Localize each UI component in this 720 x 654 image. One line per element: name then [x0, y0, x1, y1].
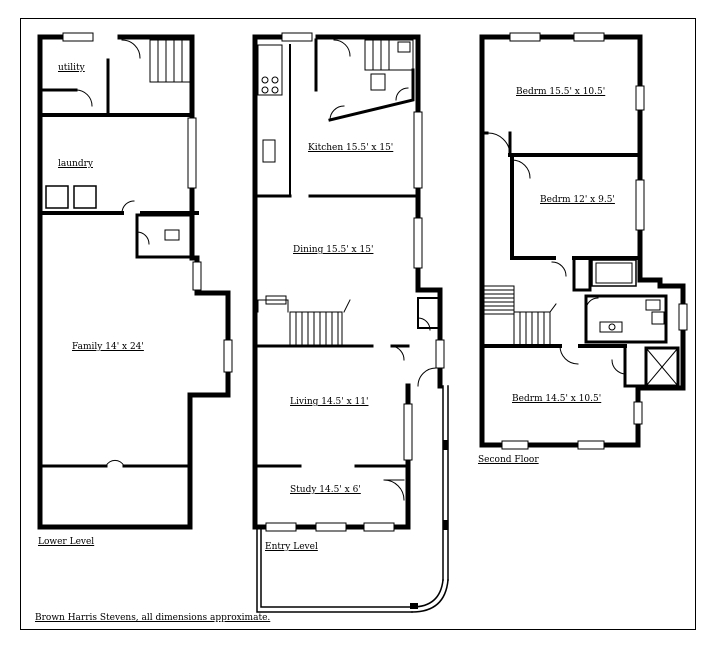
room-label-family: Family 14' x 24'	[72, 342, 144, 352]
second-floor-plan	[479, 32, 688, 450]
room-label-kitchen: Kitchen 15.5' x 15'	[308, 143, 394, 153]
lower-level-outer-wall	[37, 34, 231, 530]
room-label-living: Living 14.5' x 11'	[290, 397, 369, 407]
room-label-bedroom-1: Bedrm 15.5' x 10.5'	[516, 87, 606, 97]
lower-level-outer-wall-top	[117, 34, 195, 261]
floor-title-entry-level: Entry Level	[265, 542, 318, 552]
footer-credit: Brown Harris Stevens, all dimensions app…	[35, 613, 271, 623]
entry-level-plan	[252, 32, 449, 613]
entry-level-outer-wall-top	[315, 34, 443, 389]
room-label-utility: utility	[58, 63, 85, 73]
floor-title-second-floor: Second Floor	[478, 455, 539, 465]
lower-level-plan	[37, 32, 233, 530]
room-label-study: Study 14.5' x 6'	[290, 485, 361, 495]
entry-level-outer-wall	[252, 34, 411, 530]
floor-title-lower-level: Lower Level	[38, 537, 95, 547]
room-label-bedroom-3: Bedrm 14.5' x 10.5'	[512, 394, 602, 404]
room-label-bedroom-2: Bedrm 12' x 9.5'	[540, 195, 615, 205]
room-label-laundry: laundry	[58, 159, 93, 169]
room-label-dining: Dining 15.5' x 15'	[293, 245, 374, 255]
